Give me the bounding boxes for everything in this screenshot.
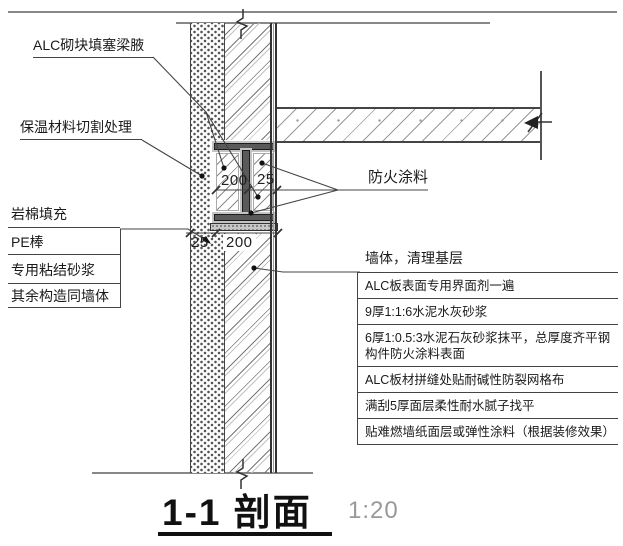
beam-top-flange [214, 143, 274, 150]
dim-beam-width: 200 [221, 172, 248, 189]
note-row: ALC板表面专用界面剂一遍 [358, 273, 618, 299]
beam-bottom-flange [214, 214, 274, 221]
label-rest-same-as-wall: 其余构造同墙体 [8, 284, 120, 308]
wall-top-cut-line [176, 22, 490, 24]
note-row: 满刮5厚面层柔性耐水腻子找平 [358, 393, 618, 419]
label-alc-block-fill: ALC砌块填塞梁腋 [33, 37, 153, 58]
dim-joint-gap: 25 [191, 234, 209, 251]
note-row: ALC板材拼缝处贴耐碱性防裂网格布 [358, 367, 618, 393]
section-scale: 1:20 [348, 497, 399, 524]
label-insulation-cut: 保温材料切割处理 [20, 119, 142, 140]
label-rock-wool: 岩棉填充 [8, 205, 120, 228]
label-bonding-mortar: 专用粘结砂浆 [8, 255, 120, 284]
wall-bottom-cut-line [92, 472, 313, 474]
notes-table: ALC板表面专用界面剂一遍 9厚1:1:6水泥水灰砂浆 6厚1:0.5:3水泥石… [357, 272, 618, 445]
top-boundary-line [8, 11, 617, 13]
note-row: 6厚1:0.5:3水泥石灰砂浆抹平，总厚度齐平钢构件防火涂料表面 [358, 325, 618, 367]
callout-stack: 岩棉填充 PE棒 专用粘结砂浆 其余构造同墙体 [8, 205, 120, 308]
finish-layer [270, 23, 277, 473]
floor-slab [277, 107, 541, 143]
callout-stack-divider [120, 229, 121, 308]
dim-coating-gap: 25 [257, 171, 275, 188]
insulation-layer [190, 23, 225, 473]
dim-panel-width: 200 [223, 234, 256, 251]
note-row: 9厚1:1:6水泥水灰砂浆 [358, 299, 618, 325]
section-title: 1-1 剖面 [162, 492, 312, 533]
label-wall-clean-base: 墙体，清理基层 [365, 250, 463, 266]
label-fireproof-coating: 防火涂料 [368, 169, 429, 186]
note-row: 贴难燃墙纸面层或弹性涂料（根据装修效果） [358, 419, 618, 445]
beam-coating-band [210, 223, 278, 231]
label-pe-rod: PE棒 [8, 228, 120, 255]
slab-end-line [540, 71, 542, 160]
section-title-underline [158, 532, 332, 536]
